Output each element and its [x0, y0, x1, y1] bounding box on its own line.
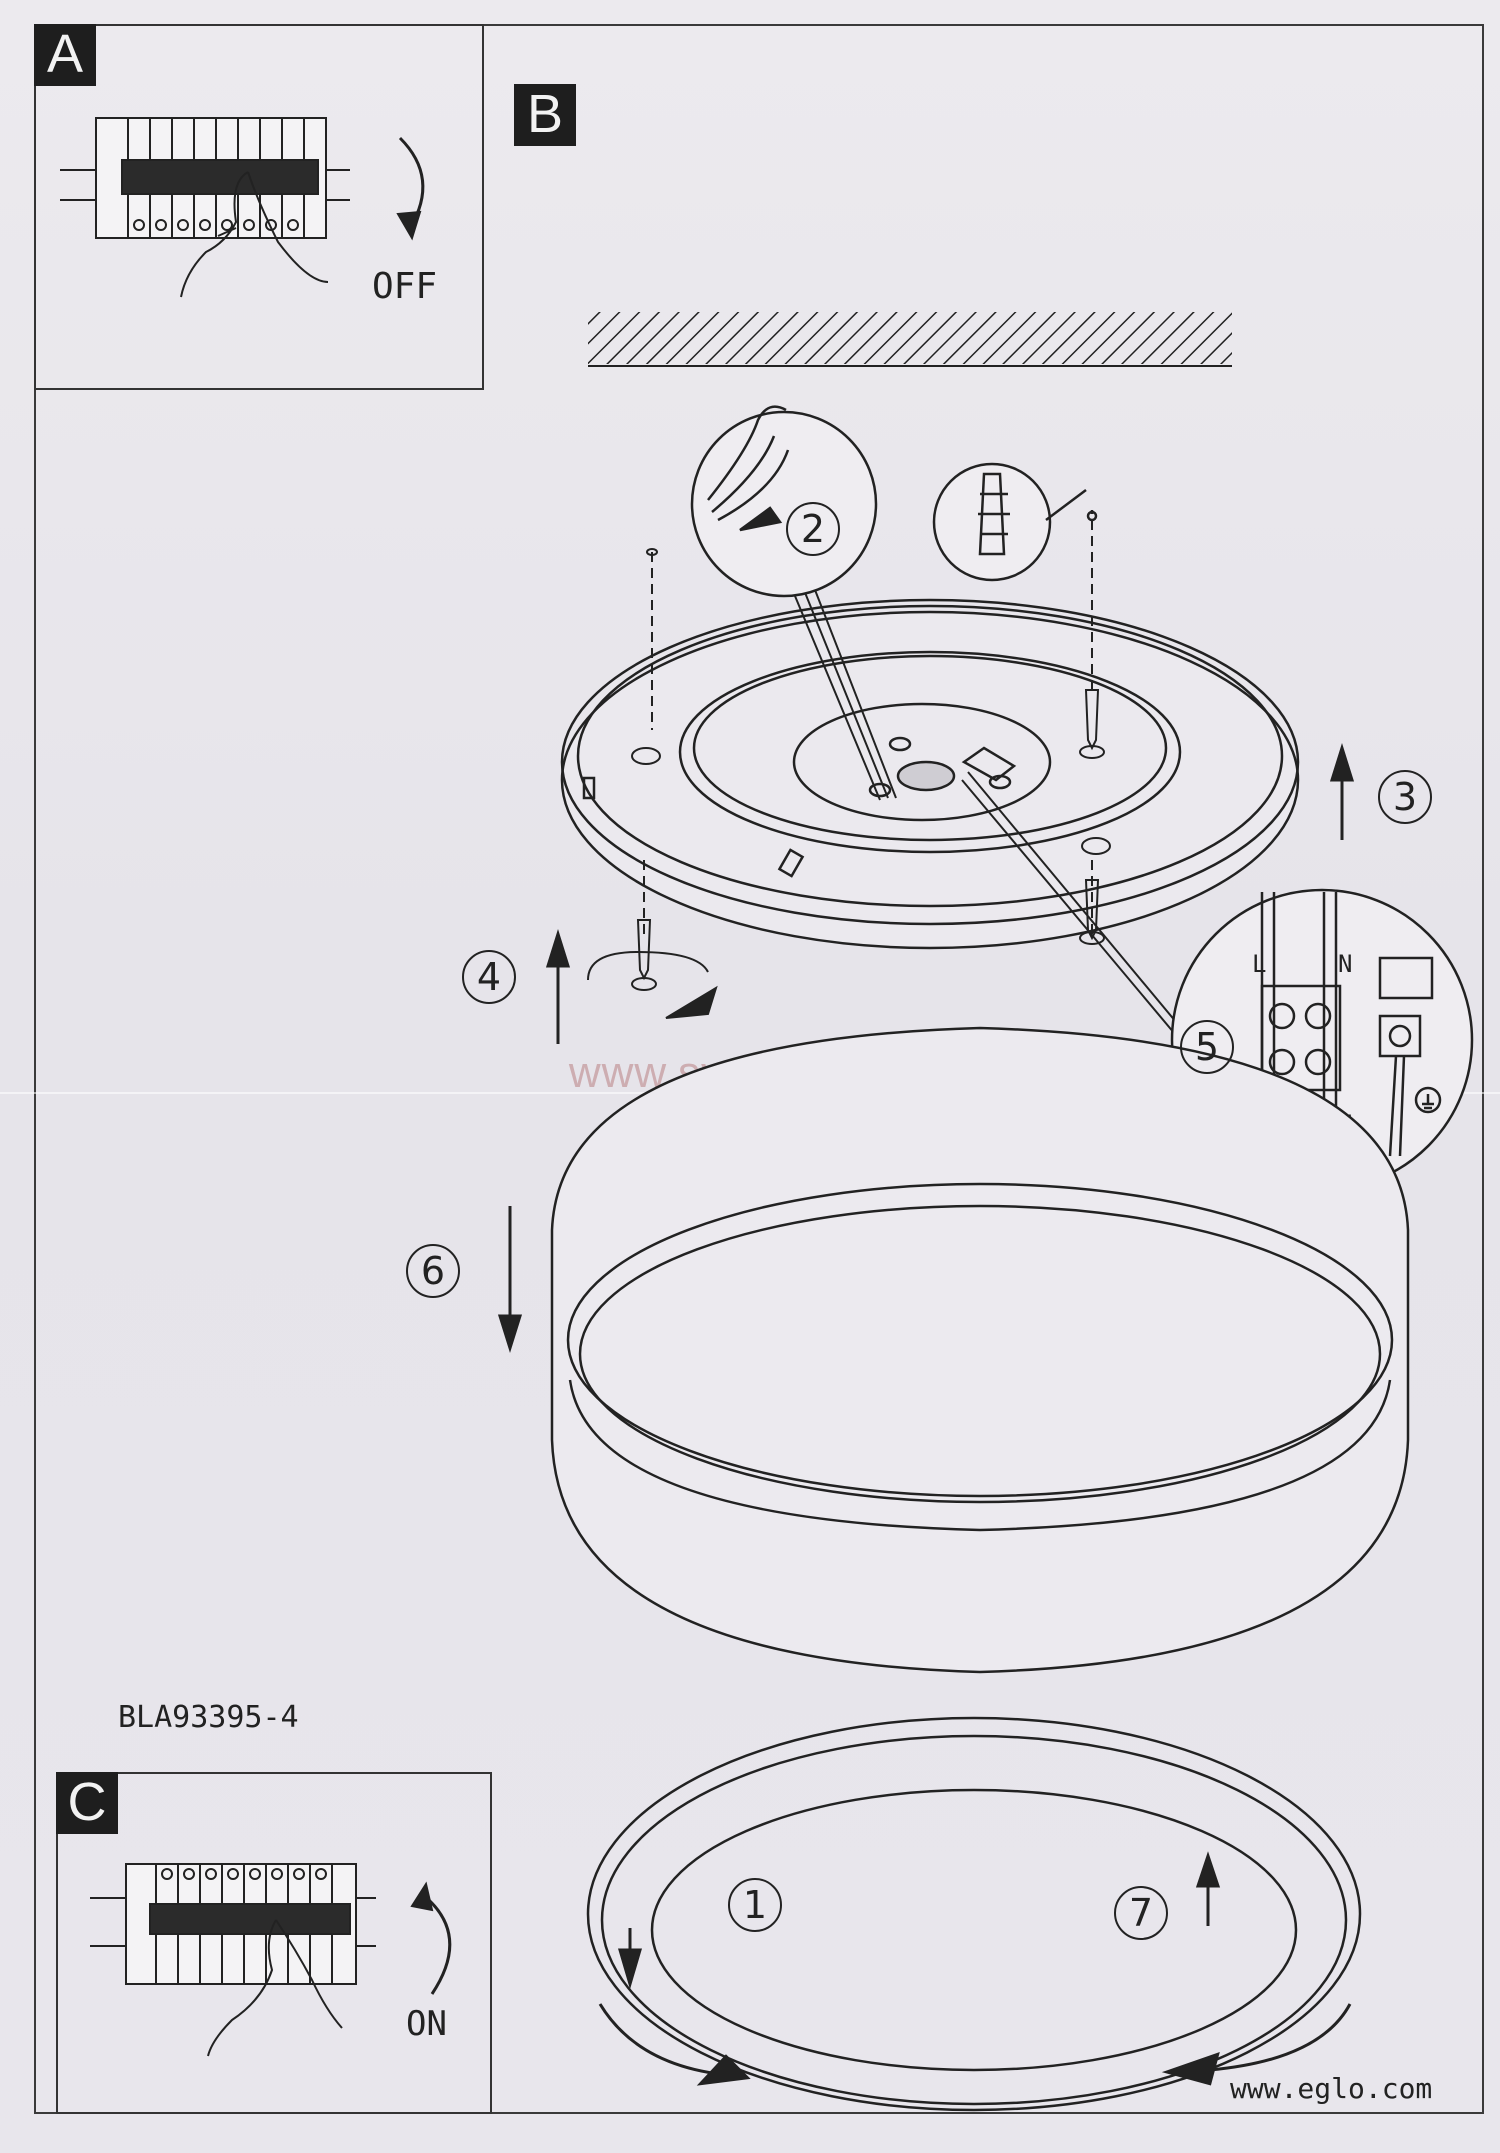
panel-b-label: B: [514, 84, 576, 146]
ceiling-hatch: [588, 312, 1232, 364]
diffuser-cover: [586, 1716, 1362, 2112]
page-frame: [34, 24, 1484, 2114]
direction-arrows: [497, 742, 1355, 1990]
step-7-marker: 7: [1114, 1886, 1168, 1940]
breaker-panel-on-illustration: [90, 1863, 452, 2057]
wire-detail-callout: [690, 405, 878, 598]
panel-c-caption: ON: [406, 2004, 447, 2044]
lamp-shade: [550, 1026, 1410, 1674]
step-5-marker: 5: [1180, 1020, 1234, 1074]
panel-c-label: C: [56, 1772, 118, 1834]
step-6-marker: 6: [406, 1244, 460, 1298]
wall-plug-detail-callout: [932, 462, 1098, 582]
live-label-top: L: [1252, 950, 1266, 978]
step-1-marker: 1: [728, 1878, 782, 1932]
step-2-marker: 2: [786, 502, 840, 556]
panel-a-caption: OFF: [372, 266, 438, 307]
mounting-plate: [560, 598, 1300, 950]
panel-a-label: A: [34, 24, 96, 86]
neutral-label-top: N: [1338, 950, 1352, 978]
panel-c: [56, 1772, 492, 2114]
panel-a: [34, 24, 484, 390]
model-code: BLA93395-4: [118, 1700, 299, 1735]
step-3-marker: 3: [1378, 770, 1432, 824]
website-url: www.eglo.com: [1230, 2072, 1433, 2105]
fixing-screws: [587, 520, 1111, 1019]
breaker-panel-off-illustration: [60, 117, 425, 298]
step-4-marker: 4: [462, 950, 516, 1004]
